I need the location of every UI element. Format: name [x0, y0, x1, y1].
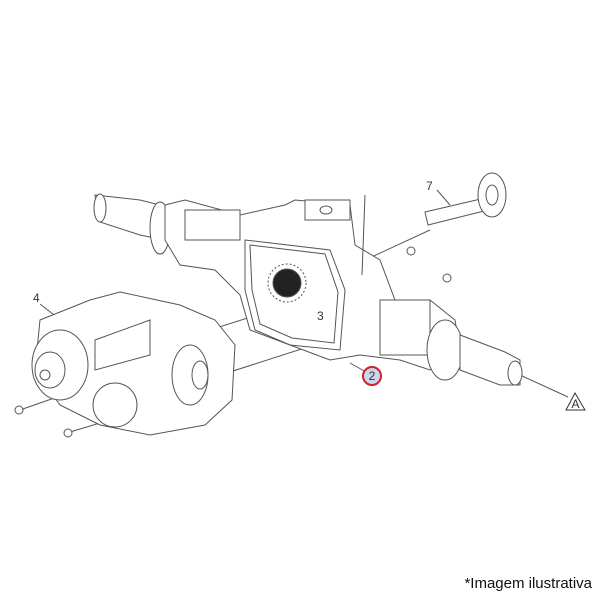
left-axle-spindle — [93, 193, 171, 255]
illustrative-image-caption: *Imagem ilustrativa — [464, 575, 592, 592]
differential-carrier — [31, 291, 236, 436]
callout-7: 7 — [426, 179, 433, 193]
callout-4: 4 — [33, 291, 40, 305]
callout-3: 3 — [317, 309, 324, 323]
bolts — [14, 194, 452, 438]
half-shaft — [424, 172, 507, 226]
callout-2: 2 — [369, 369, 376, 383]
callout-2-highlight[interactable]: 2 — [362, 366, 382, 386]
right-axle-spindle — [426, 319, 523, 386]
reference-triangle-a: A — [565, 391, 586, 411]
reference-a-label: A — [571, 397, 579, 411]
axle-housing — [164, 199, 461, 371]
